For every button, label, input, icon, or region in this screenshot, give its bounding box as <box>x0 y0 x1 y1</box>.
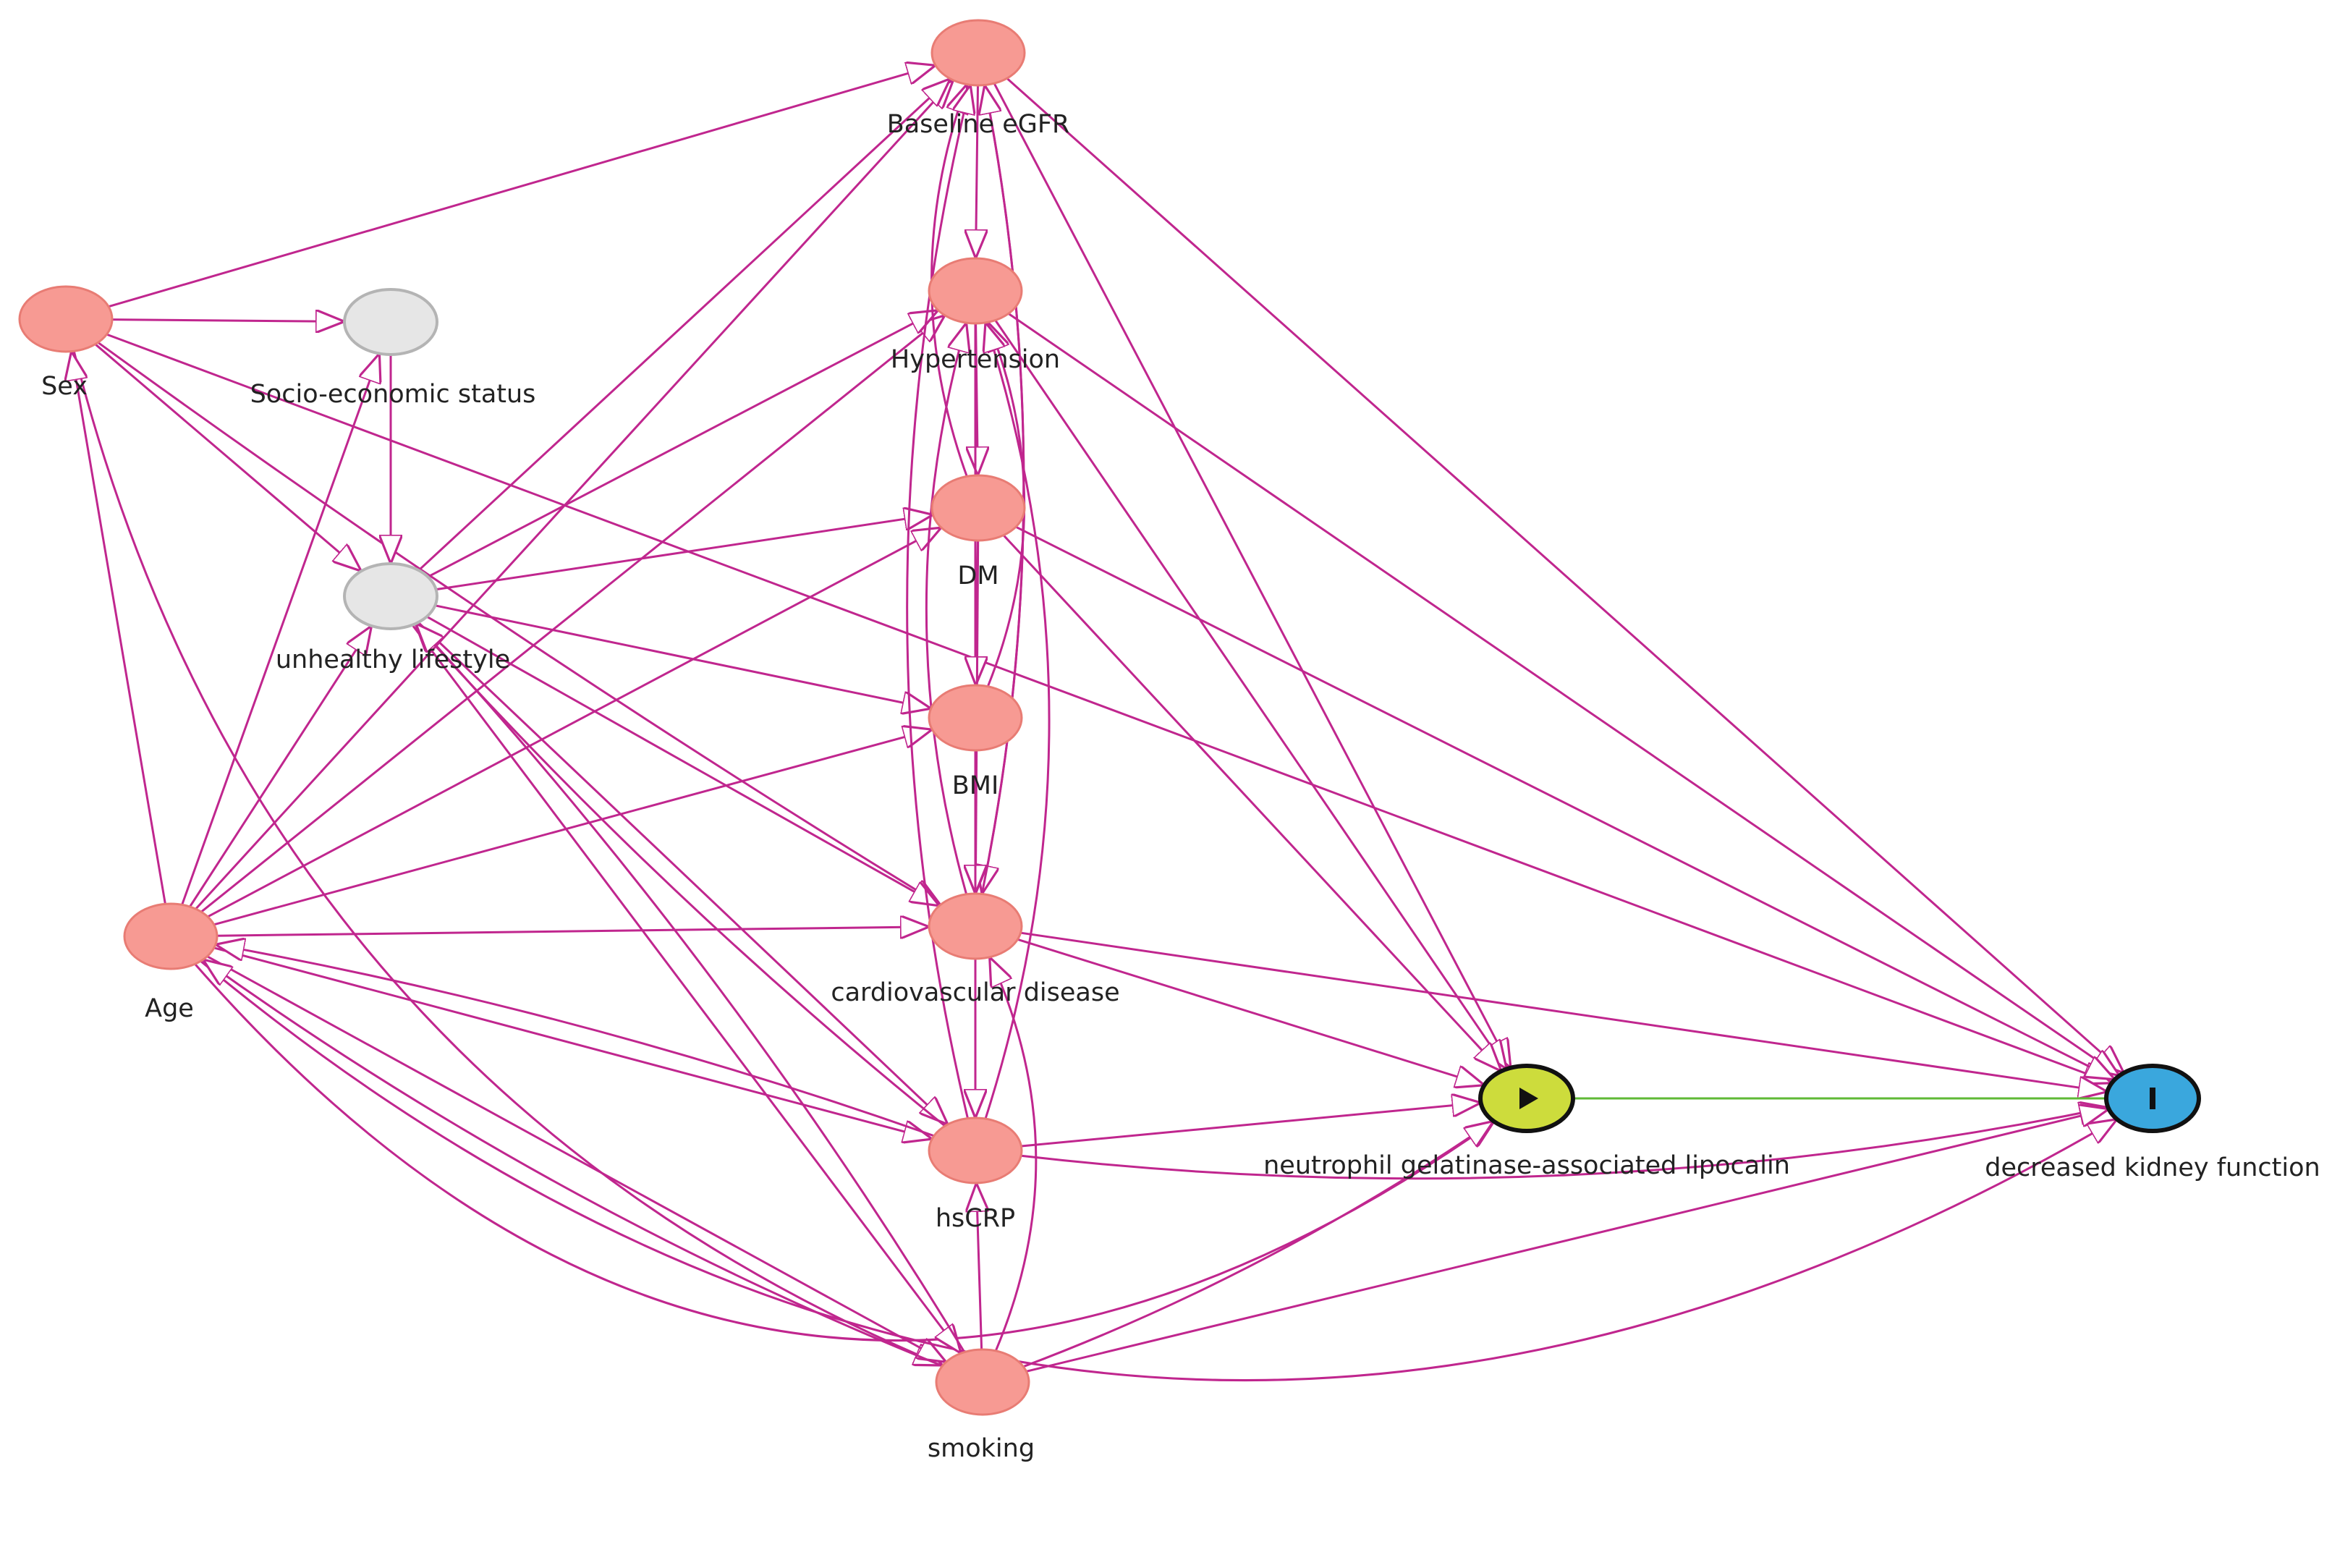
edge-cvd-to-hypertension <box>925 323 966 895</box>
edges-layer <box>72 65 2124 1382</box>
node-label-ckd: decreased kidney function <box>1985 1153 2320 1182</box>
confounder-node-ellipse[interactable] <box>928 892 1023 960</box>
node-bmi[interactable]: BMI <box>928 684 1023 800</box>
node-cvd[interactable]: cardiovascular disease <box>831 892 1120 1007</box>
edge-hscrp-to-age <box>216 944 935 1137</box>
node-ckd[interactable]: decreased kidney function <box>1985 1064 2320 1182</box>
node-smoking[interactable]: smoking <box>928 1348 1035 1463</box>
node-sex[interactable]: Sex <box>18 285 114 401</box>
edge-lifestyle-to-cvd <box>426 615 939 906</box>
node-label-cvd: cardiovascular disease <box>831 978 1119 1007</box>
node-label-hypertension: Hypertension <box>891 345 1060 374</box>
node-ses[interactable]: Socio-economic status <box>250 288 536 409</box>
edge-smoking-to-hscrp <box>976 1183 981 1350</box>
edge-sex-to-cvd <box>97 342 941 904</box>
node-label-baseline_egfr: Baseline eGFR <box>887 110 1070 139</box>
edge-baseline_egfr-to-ngal <box>993 82 1511 1068</box>
edge-age-to-cvd <box>216 927 929 936</box>
edge-hscrp-to-baseline_egfr <box>906 85 971 1119</box>
edge-age-to-ses <box>181 354 380 905</box>
nodes-layer: Baseline eGFR Sex Socio-economic status Hyp… <box>18 19 2320 1463</box>
node-ngal[interactable]: neutrophil gelatinase-associated lipocal… <box>1263 1064 1790 1180</box>
node-label-smoking: smoking <box>928 1434 1035 1463</box>
edge-age-to-ngal <box>194 963 1494 1342</box>
node-age[interactable]: Age <box>123 902 219 1023</box>
confounder-node-ellipse[interactable] <box>930 474 1026 542</box>
node-label-lifestyle: unhealthy lifestyle <box>276 645 510 674</box>
edge-cvd-to-baseline_egfr <box>982 85 1025 894</box>
node-label-dm: DM <box>957 561 998 590</box>
node-label-ngal: neutrophil gelatinase-associated lipocal… <box>1263 1151 1790 1180</box>
edge-smoking-to-lifestyle <box>416 624 966 1353</box>
confounder-node-ellipse[interactable] <box>930 19 1026 87</box>
edge-hscrp-to-ngal <box>1021 1103 1480 1148</box>
node-label-age: Age <box>145 994 194 1023</box>
edge-lifestyle-to-bmi <box>435 604 930 708</box>
edge-age-to-baseline_egfr <box>195 80 954 910</box>
play-icon <box>1519 1088 1538 1109</box>
edge-age-to-smoking <box>206 955 946 1363</box>
edge-smoking-to-ckd <box>1026 1109 2109 1373</box>
node-lifestyle[interactable]: unhealthy lifestyle <box>276 562 510 674</box>
edge-hypertension-to-ckd <box>1007 313 2119 1075</box>
node-label-hscrp: hsCRP <box>936 1204 1015 1233</box>
confounder-node-ellipse[interactable] <box>928 1116 1023 1185</box>
confounder-node-ellipse[interactable] <box>123 902 219 970</box>
edge-smoking-to-cvd <box>990 957 1038 1352</box>
latent-node-ellipse[interactable] <box>343 562 438 630</box>
edge-cvd-to-ngal <box>1017 938 1485 1085</box>
edge-age-to-sex <box>72 352 166 904</box>
node-baseline_egfr[interactable]: Baseline eGFR <box>887 19 1070 139</box>
latent-node-ellipse[interactable] <box>343 288 438 356</box>
edge-age-to-lifestyle <box>189 626 372 907</box>
edge-age-to-bmi <box>213 729 933 926</box>
edge-hscrp-to-ckd <box>1021 1108 2108 1180</box>
node-hscrp[interactable]: hsCRP <box>928 1116 1023 1233</box>
edge-hypertension-to-ngal <box>994 319 1507 1069</box>
node-label-bmi: BMI <box>952 771 999 800</box>
edge-hscrp-to-lifestyle <box>415 624 946 1127</box>
edge-age-to-dm <box>207 527 941 918</box>
node-label-ses: Socio-economic status <box>250 380 536 409</box>
edge-smoking-to-age <box>203 959 944 1367</box>
confounder-node-ellipse[interactable] <box>928 684 1023 752</box>
edge-sex-to-ckd <box>106 333 2112 1083</box>
edge-lifestyle-to-baseline_egfr <box>417 79 951 572</box>
edge-sex-to-baseline_egfr <box>108 65 936 308</box>
edge-age-to-hscrp <box>213 946 932 1139</box>
node-dm[interactable]: DM <box>930 474 1026 590</box>
edge-smoking-to-ngal <box>1022 1121 1493 1368</box>
edge-cvd-to-ckd <box>1020 931 2108 1092</box>
edge-sex-to-ses <box>111 320 344 322</box>
edge-age-to-hypertension <box>200 315 945 913</box>
edge-lifestyle-to-smoking <box>411 624 961 1353</box>
node-label-sex: Sex <box>41 372 88 401</box>
edge-baseline_egfr-to-ckd <box>1006 77 2124 1072</box>
edge-age-to-ckd <box>200 960 2116 1382</box>
edge-hscrp-to-hypertension <box>985 323 1051 1119</box>
edge-sex-to-smoking <box>72 350 943 1365</box>
edge-lifestyle-to-hypertension <box>427 310 938 578</box>
edge-lifestyle-to-hscrp <box>417 622 948 1124</box>
confounder-node-ellipse[interactable] <box>935 1348 1030 1416</box>
bar-icon <box>2150 1088 2155 1109</box>
node-hypertension[interactable]: Hypertension <box>891 257 1060 374</box>
edge-dm-to-ckd <box>1015 525 2115 1080</box>
confounder-node-ellipse[interactable] <box>928 257 1023 325</box>
edge-sex-to-lifestyle <box>94 343 362 572</box>
confounder-node-ellipse[interactable] <box>18 285 114 353</box>
edge-lifestyle-to-dm <box>436 514 933 591</box>
